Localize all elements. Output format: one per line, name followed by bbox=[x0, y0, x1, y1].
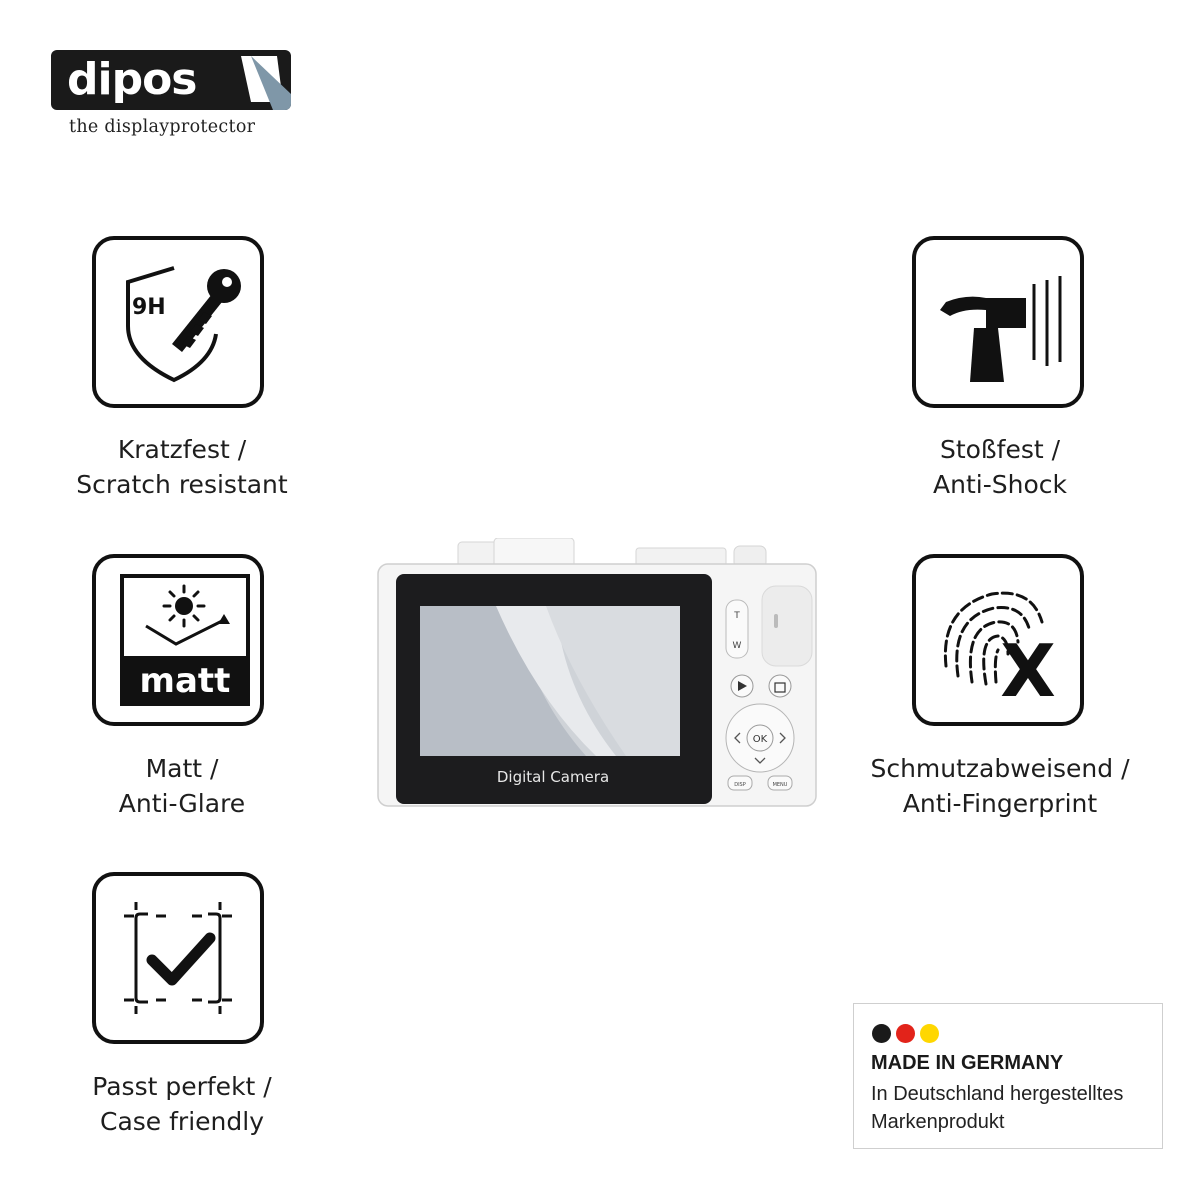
checkmark-frame-icon bbox=[124, 902, 232, 1014]
shield-key-9h-icon: 9H bbox=[126, 266, 241, 383]
caption-line-de: Matt / bbox=[145, 754, 219, 783]
made-in-germany-line-2: Markenprodukt bbox=[871, 1111, 1005, 1133]
caption-line-en: Case friendly bbox=[100, 1107, 264, 1136]
caption-line-de: Stoßfest / bbox=[939, 435, 1061, 464]
svg-text:DISP: DISP bbox=[734, 782, 746, 788]
svg-text:9H: 9H bbox=[132, 295, 166, 320]
flag-dot-red bbox=[896, 1024, 915, 1043]
feature-caption-fingerprint: Schmutzabweisend / Anti-Fingerprint bbox=[820, 751, 1180, 821]
made-in-germany-line-1: In Deutschland hergestelltes bbox=[871, 1083, 1124, 1105]
feature-tile-fingerprint: X bbox=[912, 554, 1084, 726]
svg-text:X: X bbox=[1000, 629, 1056, 713]
caption-line-en: Anti-Shock bbox=[933, 470, 1067, 499]
logo-fold-icon bbox=[241, 56, 291, 110]
camera-illustration: Digital Camera T W OK DISP MENU bbox=[377, 538, 817, 807]
flag-dot-gold bbox=[920, 1024, 939, 1043]
caption-line-en: Anti-Glare bbox=[118, 789, 246, 818]
fingerprint-x-icon: X bbox=[943, 591, 1056, 713]
svg-text:T: T bbox=[733, 611, 740, 621]
logo-wordmark: dipos bbox=[67, 54, 197, 105]
feature-caption-case: Passt perfekt / Case friendly bbox=[2, 1069, 362, 1139]
feature-caption-matt: Matt / Anti-Glare bbox=[2, 751, 362, 821]
feature-caption-scratch: Kratzfest / Scratch resistant bbox=[2, 432, 362, 502]
feature-tile-case bbox=[92, 872, 264, 1044]
svg-text:OK: OK bbox=[753, 734, 768, 745]
logo-tagline: the displayprotector bbox=[69, 117, 256, 137]
camera-screen-label: Digital Camera bbox=[497, 768, 609, 786]
svg-text:W: W bbox=[733, 641, 742, 651]
made-in-germany-badge: MADE IN GERMANY In Deutschland hergestel… bbox=[853, 1003, 1163, 1149]
feature-tile-scratch: 9H bbox=[92, 236, 264, 408]
dipos-logo: dipos bbox=[51, 50, 291, 110]
caption-line-en: Scratch resistant bbox=[76, 470, 288, 499]
caption-line-de: Schmutzabweisend / bbox=[870, 754, 1130, 783]
svg-text:matt: matt bbox=[140, 661, 231, 701]
caption-line-en: Anti-Fingerprint bbox=[902, 789, 1098, 818]
caption-line-de: Passt perfekt / bbox=[92, 1072, 272, 1101]
svg-text:MENU: MENU bbox=[773, 782, 788, 788]
feature-tile-shock bbox=[912, 236, 1084, 408]
feature-tile-matt: matt bbox=[92, 554, 264, 726]
matt-sun-icon: matt bbox=[120, 574, 250, 706]
caption-line-de: Kratzfest / bbox=[117, 435, 247, 464]
hammer-impact-icon bbox=[940, 276, 1062, 382]
flag-dot-black bbox=[872, 1024, 891, 1043]
made-in-germany-title: MADE IN GERMANY bbox=[871, 1052, 1064, 1074]
feature-caption-shock: Stoßfest / Anti-Shock bbox=[820, 432, 1180, 502]
made-in-germany-text: In Deutschland hergestelltes Markenprodu… bbox=[871, 1080, 1161, 1136]
